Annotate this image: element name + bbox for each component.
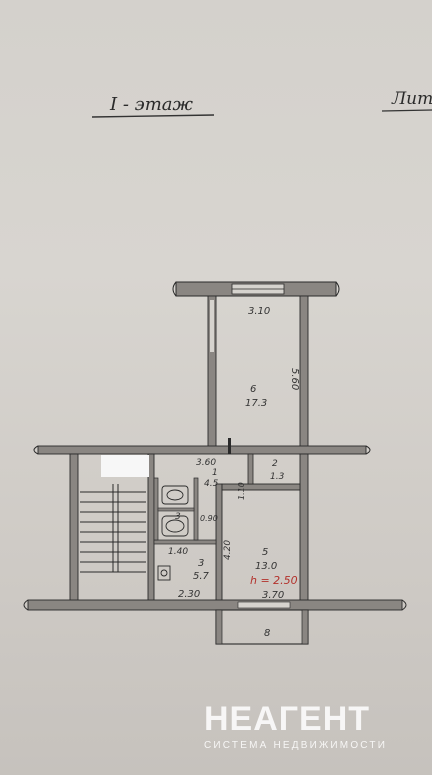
room-1-area: 4.5 bbox=[204, 479, 219, 489]
staircase bbox=[80, 484, 146, 573]
dim-top-width: 3.10 bbox=[248, 306, 270, 317]
room-6-walls bbox=[172, 281, 340, 449]
dim-corridor-width: 3.60 bbox=[196, 458, 216, 468]
dim-room5-length: 4.20 bbox=[223, 540, 233, 560]
watermark-brand: НЕАГЕНТ bbox=[204, 700, 370, 738]
header: I - этаж Лит bbox=[91, 89, 432, 118]
dim-kitchen-width: 2.30 bbox=[178, 589, 200, 600]
room-4-area: 5.7 bbox=[193, 571, 210, 582]
room-labels: 6 17.3 1 4.5 2 1.3 3 3 5.7 5 13.0 bbox=[175, 384, 285, 582]
room-2-area: 1.3 bbox=[270, 472, 285, 482]
room-6-number: 6 bbox=[250, 384, 256, 395]
ceiling-height-note: h = 2.50 bbox=[250, 574, 298, 587]
dim-room5-width: 3.70 bbox=[262, 590, 284, 601]
dim-room6-length: 5.60 bbox=[289, 368, 300, 390]
bottom-wall bbox=[23, 599, 407, 645]
glare-patch bbox=[101, 455, 149, 477]
room-1-number: 1 bbox=[212, 468, 218, 478]
room-6-area: 17.3 bbox=[245, 398, 267, 409]
floor-title: I - этаж bbox=[109, 94, 194, 115]
lower-block-walls bbox=[69, 453, 309, 607]
side-note: Лит bbox=[391, 89, 432, 109]
dim-closet: 1.10 bbox=[237, 482, 246, 500]
room-5-number: 5 bbox=[262, 547, 268, 558]
central-wall bbox=[33, 438, 371, 455]
bath-fixtures bbox=[157, 485, 189, 581]
room-3-number: 3 bbox=[175, 512, 181, 522]
dim-bath-width: 1.40 bbox=[168, 547, 188, 557]
watermark: НЕАГЕНТ СИСТЕМА НЕДВИЖИМОСТИ bbox=[204, 700, 387, 751]
balcony-number: 8 bbox=[264, 628, 270, 639]
room-4-number: 3 bbox=[198, 558, 204, 569]
dim-door: 0.90 bbox=[200, 514, 218, 523]
room-2-number: 2 bbox=[272, 459, 278, 469]
room-5-area: 13.0 bbox=[255, 561, 277, 572]
watermark-tagline: СИСТЕМА НЕДВИЖИМОСТИ bbox=[204, 740, 387, 751]
dimension-labels: 3.10 5.60 3.60 4.20 1.40 2.30 3.70 1.10 … bbox=[168, 306, 300, 639]
